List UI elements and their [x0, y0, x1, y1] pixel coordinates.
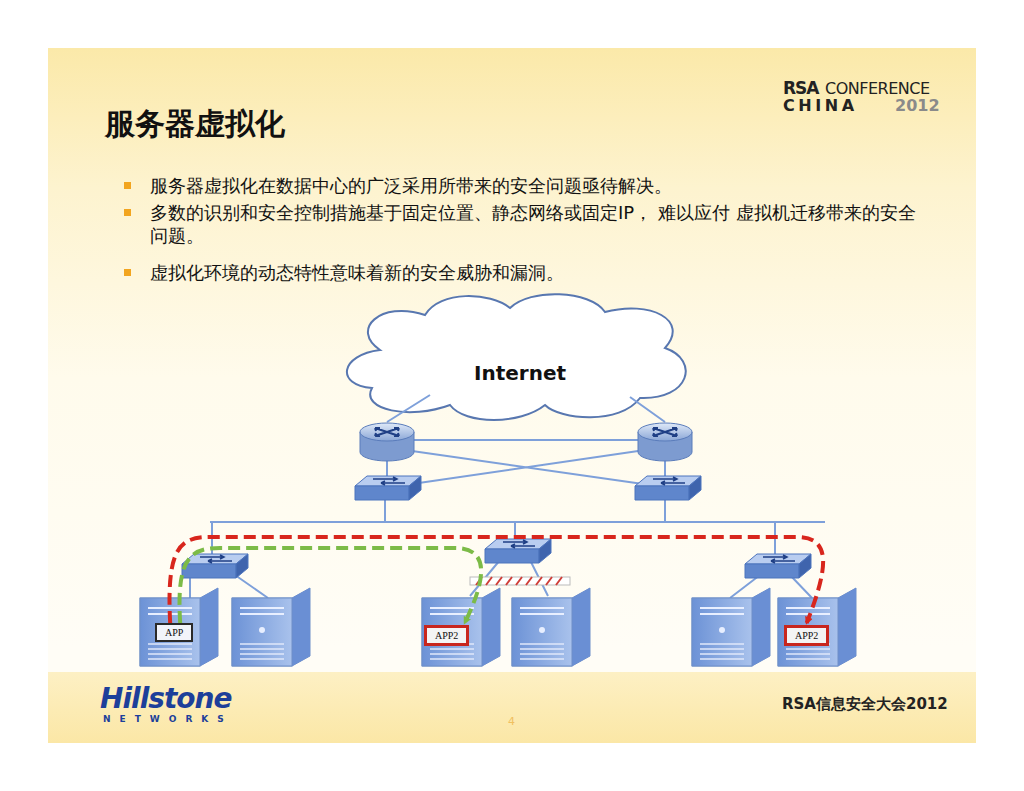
footer-text: RSA信息安全大会2012 — [782, 695, 948, 714]
bullet-text: 服务器虚拟化在数据中心的广泛采用所带来的安全问题亟待解决。 — [150, 174, 910, 197]
bullet-text: 多数的识别和安全控制措施基于固定位置、静态网络或固定IP， 难以应付 虚拟机迁移… — [150, 201, 920, 247]
app-box: APP2 — [784, 625, 829, 646]
app-label: APP2 — [435, 630, 458, 641]
migration-arrow — [170, 537, 824, 623]
bullet-mark — [124, 269, 131, 276]
logo-china: C H I N A — [783, 96, 854, 115]
bullet-mark — [124, 182, 131, 189]
bullet-mark — [124, 209, 131, 216]
logo-networks: NETWORKS — [103, 714, 233, 724]
app-label: APP — [165, 627, 183, 638]
app-box: APP — [155, 623, 193, 642]
cloud-label: Internet — [474, 362, 566, 384]
migration-arrow — [180, 548, 482, 623]
page-number: 4 — [508, 715, 515, 728]
logo-conference: CONFERENCE — [825, 79, 930, 98]
cloud-node: Internet — [462, 356, 578, 390]
app-label: APP2 — [795, 630, 818, 641]
logo-hillstone: Hillstone — [100, 682, 231, 715]
logo-rsa: RSA — [783, 78, 819, 98]
app-box: APP2 — [424, 625, 469, 646]
logo-year: 2012 — [895, 96, 940, 115]
slide-title: 服务器虚拟化 — [105, 104, 285, 145]
bullet-text: 虚拟化环境的动态特性意味着新的安全威胁和漏洞。 — [150, 261, 910, 284]
